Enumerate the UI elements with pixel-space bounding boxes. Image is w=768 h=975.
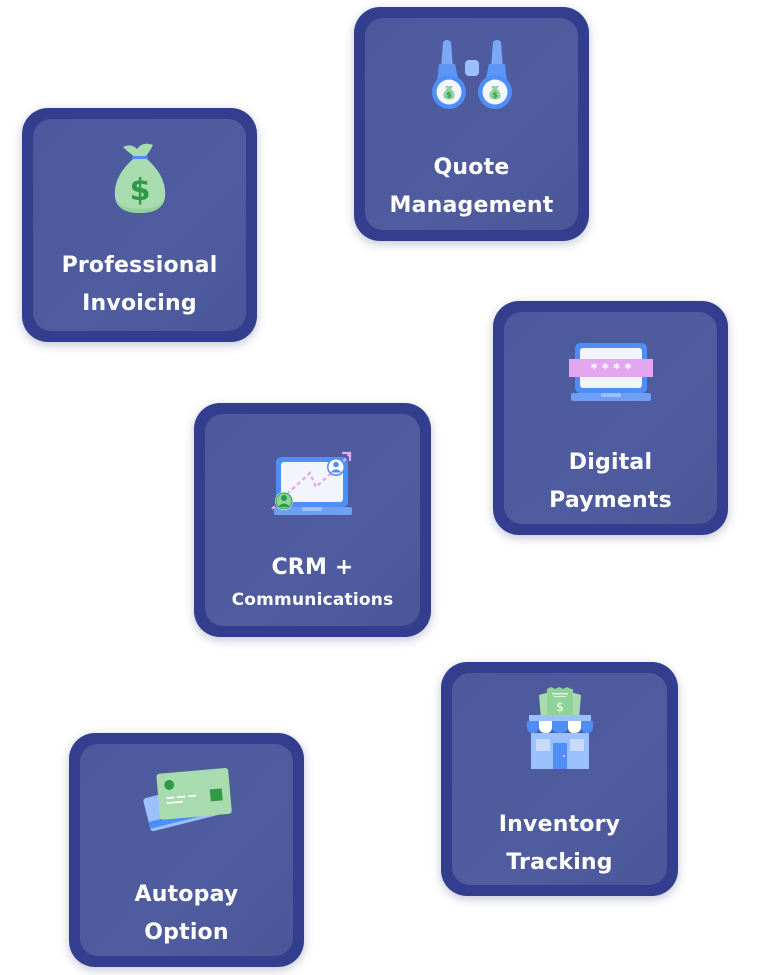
feature-label: Quote Management <box>365 149 578 225</box>
svg-text:$: $ <box>492 91 498 100</box>
card-inner: Autopay Option <box>80 744 293 956</box>
feature-label-line-2: Management <box>389 193 554 218</box>
feature-label: Professional Invoicing <box>33 247 246 323</box>
feature-label-line-1: Autopay <box>134 882 239 907</box>
feature-label-line-2: Option <box>144 920 229 945</box>
feature-label: CRM + Communications <box>205 551 420 615</box>
laptop-growth-users-icon <box>268 444 358 524</box>
binoculars-icon: $ $ <box>427 36 517 116</box>
feature-label-line-1: Quote <box>433 155 510 180</box>
feature-label: Inventory Tracking <box>452 806 667 882</box>
svg-text:* * * *: * * * * <box>590 362 631 377</box>
feature-label-line-2: Invoicing <box>82 291 197 316</box>
storefront-cash-icon: $ <box>515 687 605 769</box>
money-bag-icon: $ <box>95 139 185 219</box>
feature-card-digital-payments[interactable]: * * * * Digital Payments <box>493 301 728 535</box>
feature-card-inventory-tracking[interactable]: $ Inventory Tracking <box>441 662 678 896</box>
card-inner: $ Inventory Tracking <box>452 673 667 885</box>
feature-label: Autopay Option <box>80 876 293 952</box>
card-inner: * * * * Digital Payments <box>504 312 717 524</box>
card-inner: CRM + Communications <box>205 414 420 626</box>
feature-card-professional-invoicing[interactable]: $ Professional Invoicing <box>22 108 257 342</box>
svg-text:$: $ <box>446 91 452 100</box>
credit-cards-icon <box>142 758 232 838</box>
feature-label-line-2: Communications <box>231 590 394 610</box>
card-inner: $ Professional Invoicing <box>33 119 246 331</box>
feature-label-line-1: Professional <box>61 253 218 278</box>
laptop-password-icon: * * * * <box>566 332 656 412</box>
card-inner: $ $ Quote Management <box>365 18 578 230</box>
feature-label: Digital Payments <box>504 444 717 520</box>
svg-text:$: $ <box>129 173 150 208</box>
feature-label-line-2: Tracking <box>506 850 613 875</box>
feature-card-autopay-option[interactable]: Autopay Option <box>69 733 304 967</box>
feature-card-quote-management[interactable]: $ $ Quote Management <box>354 7 589 241</box>
feature-label-line-1: Digital <box>568 450 653 475</box>
feature-label-line-2: Payments <box>549 488 672 513</box>
feature-label-line-1: Inventory <box>498 812 621 837</box>
svg-text:$: $ <box>556 700 564 714</box>
feature-label-line-1: CRM + <box>271 555 354 580</box>
feature-card-crm-communications[interactable]: CRM + Communications <box>194 403 431 637</box>
